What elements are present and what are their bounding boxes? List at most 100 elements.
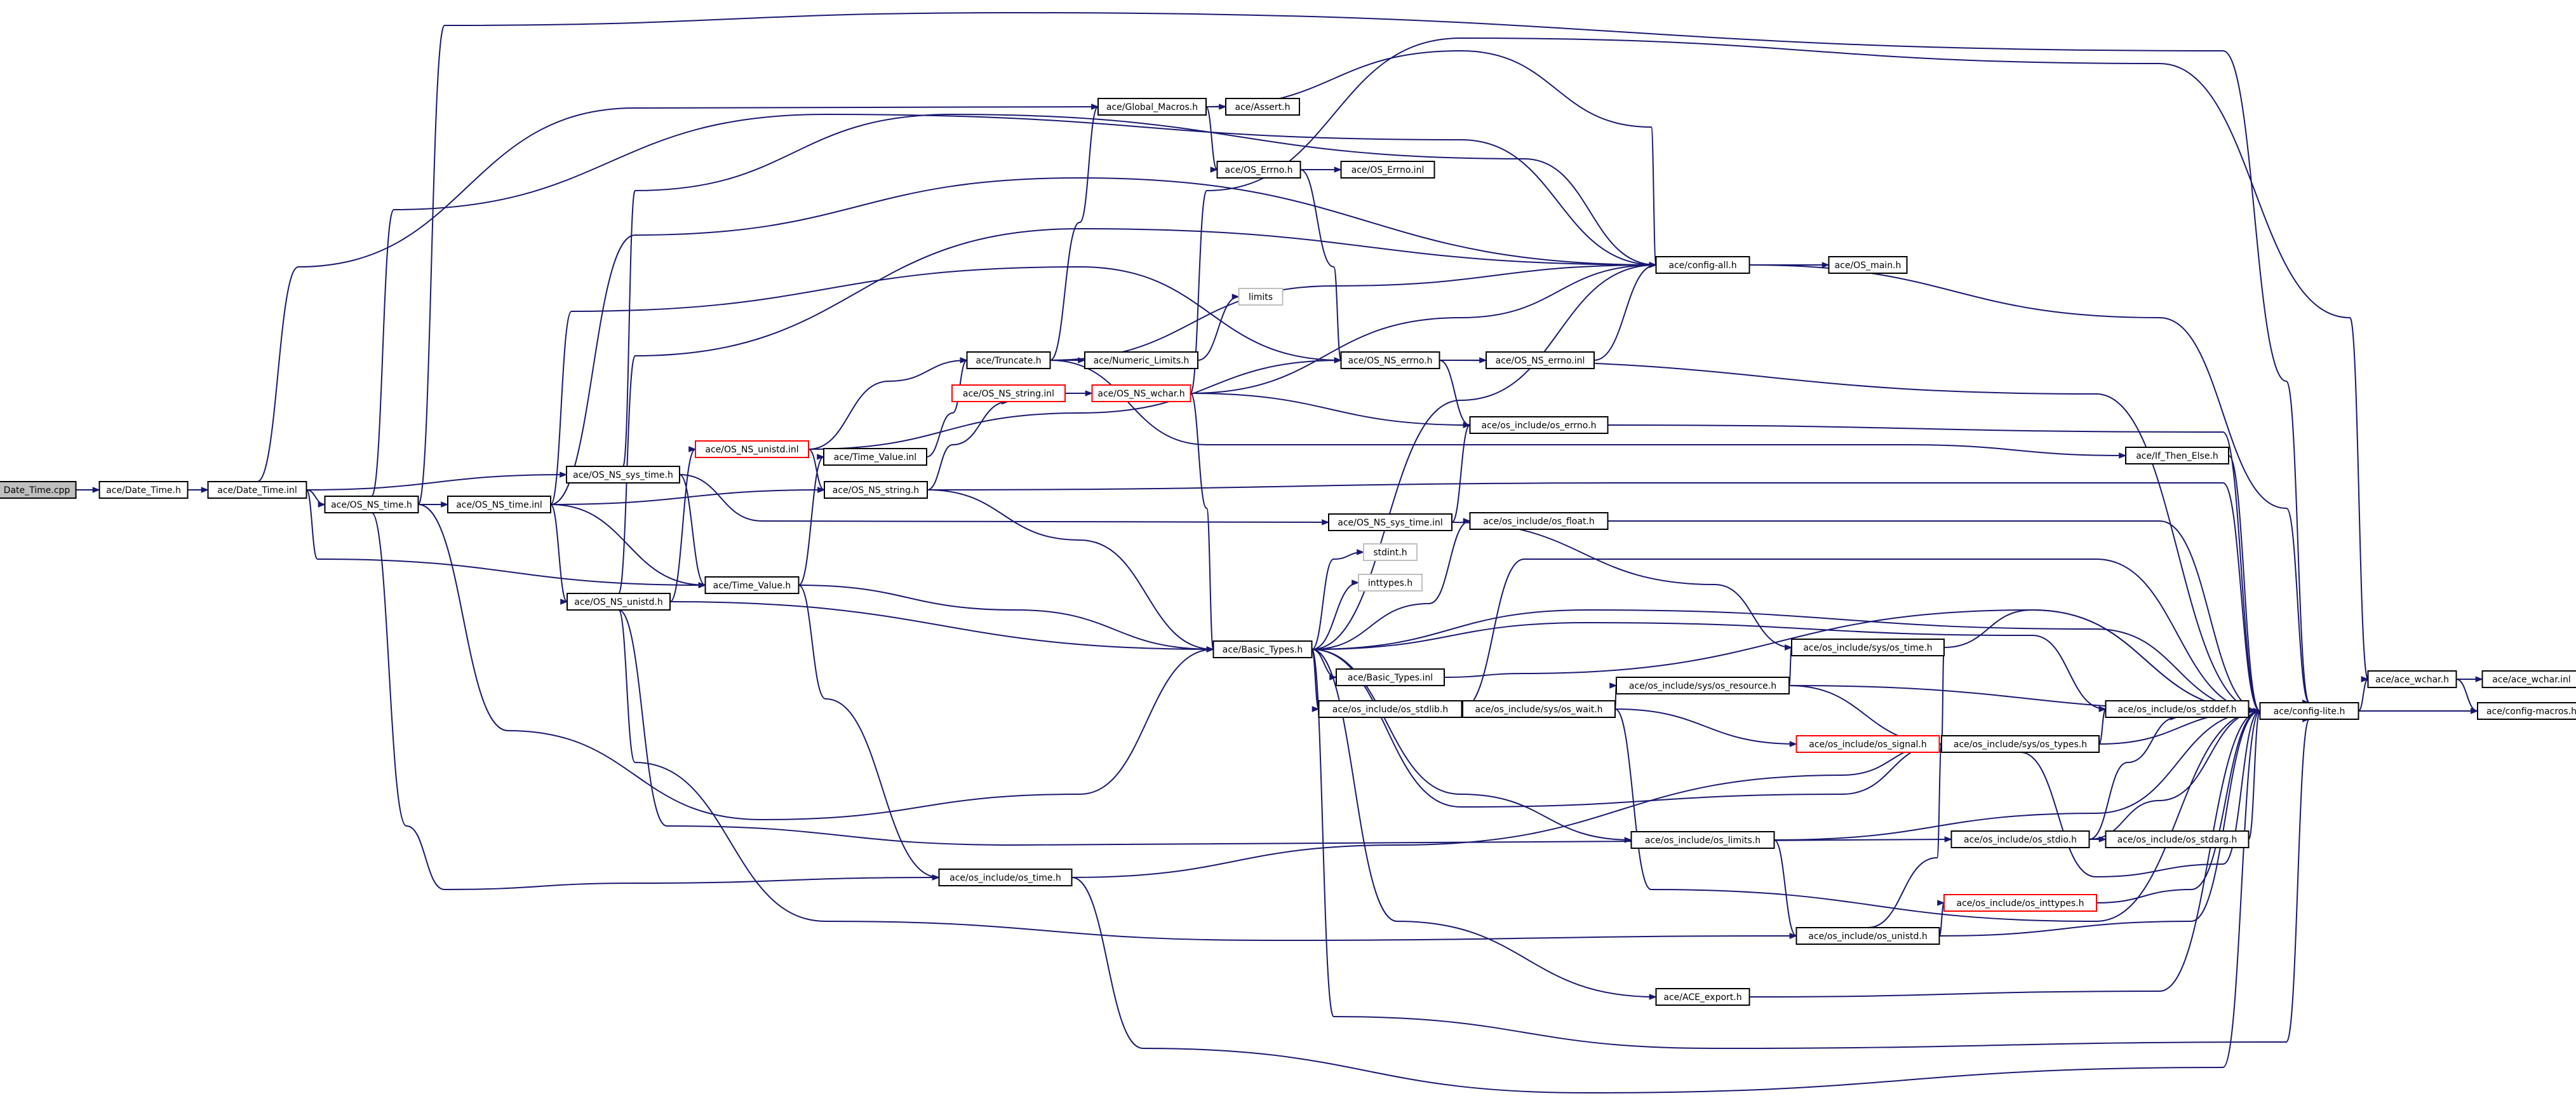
node-box xyxy=(1216,161,1301,179)
node-stdint[interactable]: stdint.h xyxy=(1363,543,1418,561)
edge-os_ns_unistd_h-to-os_include_unistd xyxy=(618,609,1797,942)
node-label: stdint.h xyxy=(1373,548,1407,558)
node-box xyxy=(695,440,809,458)
node-ace-wchar-h[interactable]: ace/ace_wchar.h xyxy=(2367,670,2457,688)
edge-os_include_time-to-os_include_sys_types xyxy=(1071,741,1943,878)
node-box xyxy=(1091,384,1191,402)
node-ace-wchar-inl[interactable]: ace/ace_wchar.inl xyxy=(2481,670,2576,688)
node-config-lite[interactable]: ace/config-lite.h xyxy=(2259,702,2359,720)
node-os-include-stdio[interactable]: ace/os_include/os_stdio.h xyxy=(1950,830,2090,848)
node-box xyxy=(1941,735,2100,753)
edge-truncate-to-if_then_else xyxy=(1050,360,2127,459)
node-os-include-unistd[interactable]: ace/os_include/os_unistd.h xyxy=(1795,927,1940,945)
node-time-value-inl[interactable]: ace/Time_Value.inl xyxy=(823,448,927,466)
node-box xyxy=(566,466,680,484)
node-os-include-stdarg[interactable]: ace/os_include/os_stdarg.h xyxy=(2105,830,2250,848)
node-os-ns-errno-h[interactable]: ace/OS_NS_errno.h xyxy=(1340,351,1440,369)
node-os-ns-string-h[interactable]: ace/OS_NS_string.h xyxy=(824,481,928,499)
node-box xyxy=(1318,700,1463,718)
node-box xyxy=(1486,351,1595,369)
node-box xyxy=(704,576,800,594)
node-basic-types-inl[interactable]: ace/Basic_Types.inl xyxy=(1336,668,1445,686)
node-box xyxy=(1630,831,1775,849)
node-os-ns-sys-time-h[interactable]: ace/OS_NS_sys_time.h xyxy=(566,466,680,484)
node-label: ace/os_include/os_stdlib.h xyxy=(1332,705,1448,715)
edge-time_value_h-to-time_value_inl xyxy=(798,454,825,586)
node-truncate[interactable]: ace/Truncate.h xyxy=(966,351,1051,369)
node-os-include-stddef[interactable]: ace/os_include/os_stddef.h xyxy=(2105,700,2250,718)
edge-os_ns_unistd_h-to-os_include_stdio xyxy=(618,609,1952,846)
edge-basic_types_h-to-config_lite xyxy=(1311,609,2261,714)
node-os-ns-time-inl[interactable]: ace/OS_NS_time.inl xyxy=(447,496,551,513)
edge-os_ns_errno_h-to-config_lite xyxy=(1439,360,2261,714)
node-box xyxy=(1950,830,2090,848)
edge-os_include_unistd-to-os_include_sys_types xyxy=(1867,741,1943,928)
edge-os_ns_sys_time_inl-to-os_include_errno xyxy=(1451,422,1471,523)
node-date-time-h[interactable]: ace/Date_Time.h xyxy=(98,481,189,499)
node-box xyxy=(1616,677,1790,694)
node-basic-types-h[interactable]: ace/Basic_Types.h xyxy=(1212,640,1313,658)
node-box xyxy=(2105,700,2250,718)
edge-time_value_inl-to-truncate xyxy=(926,357,968,457)
node-if-then-else[interactable]: ace/If_Then_Else.h xyxy=(2125,447,2229,464)
node-inttypes-sys[interactable]: inttypes.h xyxy=(1358,574,1423,592)
node-label: ace/Date_Time.h xyxy=(106,485,181,496)
edge-os_ns_wchar-to-os_include_errno xyxy=(1190,393,1471,428)
node-box xyxy=(2481,670,2576,688)
node-label: ace/OS_NS_string.h xyxy=(833,485,919,496)
node-label: ace/os_include/os_stdio.h xyxy=(1964,835,2077,845)
node-os-include-signal[interactable]: ace/os_include/os_signal.h xyxy=(1795,735,1940,753)
node-label: ace/OS_NS_wchar.h xyxy=(1097,389,1184,399)
edge-os_ns_time_inl-to-os_ns_errno_h xyxy=(550,266,1342,505)
node-label: ace/os_include/sys/os_types.h xyxy=(1954,740,2087,750)
node-os-include-stdlib[interactable]: ace/os_include/os_stdlib.h xyxy=(1318,700,1463,718)
node-numeric-limits[interactable]: ace/Numeric_Limits.h xyxy=(1084,351,1198,369)
edge-os_include_stdio-to-os_include_stddef xyxy=(2089,714,2178,840)
node-date-time-cpp[interactable]: Date_Time.cpp xyxy=(0,481,77,499)
edge-ace_wchar_h-to-config_macros xyxy=(2456,679,2479,714)
node-label: ace/If_Then_Else.h xyxy=(2136,451,2218,461)
node-os-ns-wchar[interactable]: ace/OS_NS_wchar.h xyxy=(1091,384,1191,402)
node-os-include-errno[interactable]: ace/os_include/os_errno.h xyxy=(1469,416,1609,434)
node-config-macros[interactable]: ace/config-macros.h xyxy=(2477,702,2576,720)
edge-date_time_inl-to-os_ns_sys_time_h xyxy=(306,471,568,491)
edge-date_time_inl-to-os_ns_time_h xyxy=(306,489,326,508)
node-os-include-limits[interactable]: ace/os_include/os_limits.h xyxy=(1630,831,1775,849)
node-label: ace/OS_NS_string.inl xyxy=(963,389,1054,399)
node-config-all[interactable]: ace/config-all.h xyxy=(1655,256,1750,274)
node-label: ace/OS_NS_errno.h xyxy=(1348,356,1432,366)
node-os-include-float[interactable]: ace/os_include/os_float.h xyxy=(1469,512,1609,530)
edge-os_include_limits-to-os_include_unistd xyxy=(1774,839,1797,939)
node-os-ns-sys-time-inl[interactable]: ace/OS_NS_sys_time.inl xyxy=(1328,513,1452,531)
node-ace-export[interactable]: ace/ACE_export.h xyxy=(1655,988,1750,1006)
node-time-value-h[interactable]: ace/Time_Value.h xyxy=(704,576,800,594)
edge-os_ns_string_h-to-config_lite xyxy=(927,482,2261,714)
node-os-include-sys-time[interactable]: ace/os_include/sys/os_time.h xyxy=(1791,639,1945,656)
node-os-include-sys-wait[interactable]: ace/os_include/sys/os_wait.h xyxy=(1462,700,1616,718)
node-os-main[interactable]: ace/OS_main.h xyxy=(1828,256,1908,274)
edge-os_include_sys_types-to-config_lite xyxy=(2020,708,2261,878)
node-os-include-sys-types[interactable]: ace/os_include/sys/os_types.h xyxy=(1941,735,2100,753)
node-os-ns-time-h[interactable]: ace/OS_NS_time.h xyxy=(324,496,419,513)
node-box xyxy=(938,869,1073,886)
node-os-ns-string-inl[interactable]: ace/OS_NS_string.inl xyxy=(951,384,1066,402)
node-os-ns-unistd-inl[interactable]: ace/OS_NS_unistd.inl xyxy=(695,440,809,458)
node-os-errno-inl[interactable]: ace/OS_Errno.inl xyxy=(1340,161,1435,179)
node-os-include-time[interactable]: ace/os_include/os_time.h xyxy=(938,869,1073,886)
node-os-errno-h[interactable]: ace/OS_Errno.h xyxy=(1216,161,1301,179)
node-label: ace/os_include/os_signal.h xyxy=(1809,740,1927,750)
node-box xyxy=(1340,351,1440,369)
node-global-macros[interactable]: ace/Global_Macros.h xyxy=(1097,98,1207,116)
node-label: ace/Numeric_Limits.h xyxy=(1094,356,1190,366)
node-os-ns-errno-inl[interactable]: ace/OS_NS_errno.inl xyxy=(1486,351,1595,369)
edge-os_errno_h-to-os_ns_errno_h xyxy=(1300,169,1342,363)
node-os-include-inttypes[interactable]: ace/os_include/os_inttypes.h xyxy=(1943,894,2097,912)
edge-date_time_inl-to-time_value_h xyxy=(305,489,706,588)
node-assert[interactable]: ace/Assert.h xyxy=(1225,98,1300,116)
edge-config_lite-to-ace_wchar_h xyxy=(2358,676,2369,712)
node-date-time-inl[interactable]: ace/Date_Time.inl xyxy=(207,481,307,499)
node-limits[interactable]: limits xyxy=(1238,288,1284,306)
node-os-include-sys-resource[interactable]: ace/os_include/sys/os_resource.h xyxy=(1616,677,1790,694)
edge-os_ns_time_h-to-config_lite xyxy=(417,11,2311,706)
node-os-ns-unistd-h[interactable]: ace/OS_NS_unistd.h xyxy=(567,593,671,611)
